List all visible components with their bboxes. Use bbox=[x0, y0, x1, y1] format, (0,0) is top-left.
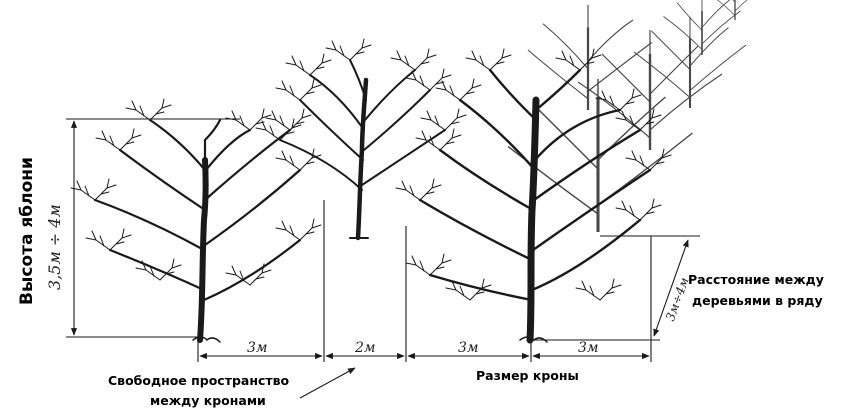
dimension-crown-right-b: 3м bbox=[578, 340, 599, 356]
dimension-crown-right-a: 3м bbox=[458, 340, 479, 356]
row-distance-dimension-line bbox=[600, 235, 700, 337]
free-space-label-line1: Свободное пространство bbox=[108, 373, 290, 388]
front-left-tree bbox=[70, 98, 322, 343]
background-trees bbox=[507, 0, 748, 232]
free-space-label-line2: между кронами bbox=[150, 393, 266, 408]
crown-size-label: Размер кроны bbox=[476, 368, 579, 383]
height-title: Высота яблони bbox=[17, 157, 37, 305]
height-dimension-line bbox=[66, 118, 240, 338]
front-right-tree bbox=[395, 48, 672, 344]
back-center-tree bbox=[255, 38, 467, 241]
dimension-crown-left: 3м bbox=[247, 340, 268, 356]
free-space-pointer-arrow bbox=[299, 367, 356, 399]
row-distance-title-line1: Расстояние между bbox=[688, 272, 824, 287]
row-distance-title-line2: деревьями в ряду bbox=[692, 293, 823, 308]
horizontal-dimension-lines bbox=[197, 200, 660, 362]
height-value: 3,5м ÷ 4м bbox=[45, 204, 64, 290]
dimension-gap: 2м bbox=[355, 340, 376, 356]
